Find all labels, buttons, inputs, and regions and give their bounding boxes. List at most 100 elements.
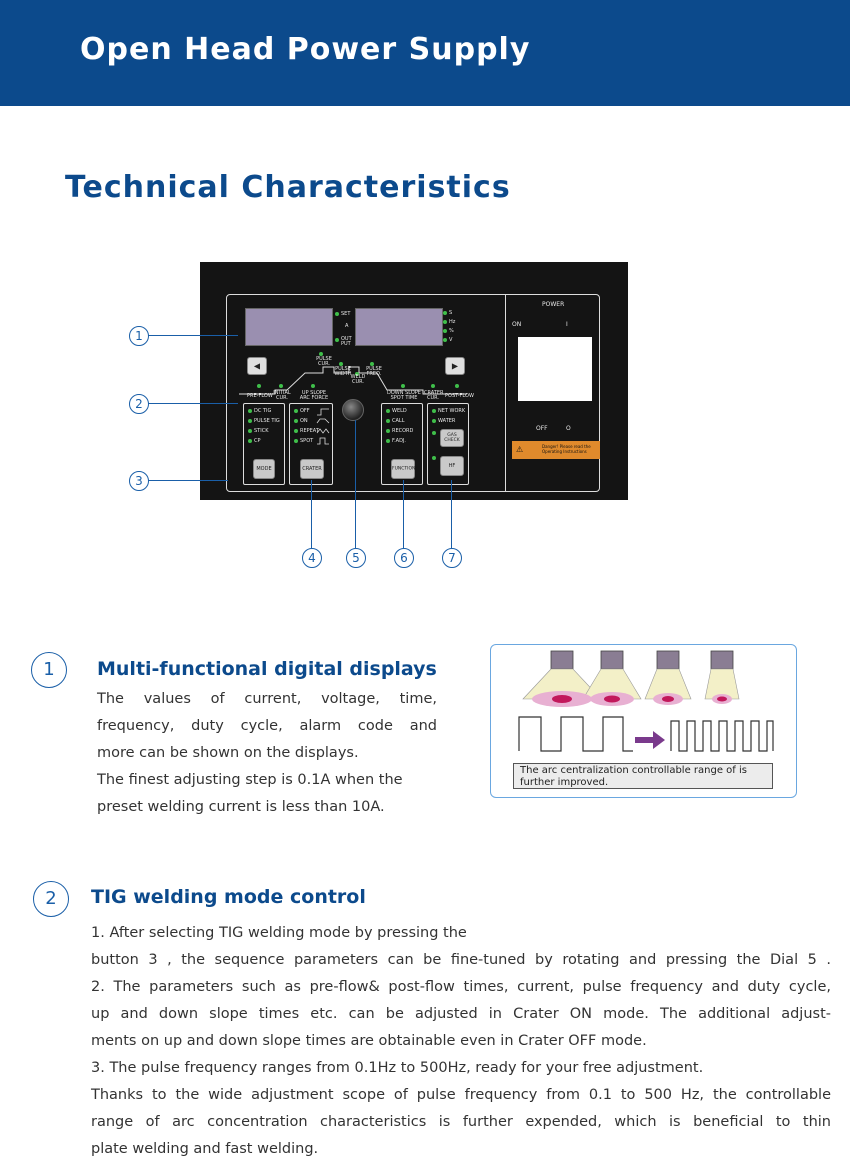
crater-cur-led [431,384,435,388]
arrow-left-icon: ◀ [253,361,261,371]
function-item: RECORD [392,428,414,434]
pulse-freq-label: PULSE FREQ. [366,366,382,377]
callout-7: 7 [442,548,462,568]
arc-caption: The arc centralization controllable rang… [513,763,773,789]
pre-flow-led [257,384,261,388]
callout-4: 4 [302,548,322,568]
initial-cur-led [279,384,283,388]
left-display [245,308,333,346]
network-led [432,409,436,413]
hf-button-label: HF [448,463,456,469]
arc-diagram [518,650,774,752]
function-led [386,439,390,443]
volt-label: V [449,337,453,343]
crater-led [294,439,298,443]
set-led [335,312,339,316]
callout-line [148,335,238,336]
crater-led [294,409,298,413]
network-group: NET WORK WATER GAS CHECK HF [427,403,469,485]
power-switch[interactable] [518,337,592,401]
network-item: NET WORK [438,408,466,414]
initial-cur-label: INITIAL CUR. [273,390,291,401]
feature-2-line: up and down slope times etc. can be adju… [91,1006,831,1022]
hf-button[interactable]: HF [440,456,464,476]
post-flow-led [455,384,459,388]
output-led [335,338,339,342]
output-label: OUT PUT [341,336,352,347]
post-flow-label: POST-FLOW [445,393,474,399]
gas-check-button[interactable]: GAS CHECK [440,429,464,447]
feature-1-line: frequency, duty cycle, alarm code and [97,718,437,734]
crater-item: ON [300,418,308,424]
warning-label: ⚠ Danger! Please read the Operating Inst… [512,441,600,459]
callout-line [403,480,404,548]
feature-1-line: preset welding current is less than 10A. [97,799,385,815]
on-label: ON [512,321,522,328]
waveform-icon [316,408,330,445]
callout-3: 3 [129,471,149,491]
hf-led [432,456,436,460]
power-label: POWER [542,301,565,308]
function-item: F.ADJ. [392,438,406,444]
power-section: POWER ON I OFF O ⚠ Danger! Please read t… [505,295,600,491]
header-title: Open Head Power Supply [80,32,531,67]
mode-led [248,429,252,433]
crater-button-label: CRATER [302,466,322,472]
callout-line [148,480,228,481]
feature-2-number: 2 [33,881,69,917]
mode-led [248,419,252,423]
up-slope-label: UP SLOPE ARC FORCE [299,390,329,401]
down-slope-label: DOWN SLOPE SPOT TIME [387,390,421,401]
callout-line [451,480,452,548]
crater-item: REPEAT [300,428,319,434]
pulse-width-label: PULSE WIDTH [334,366,352,377]
pre-flow-label: PRE-FLOW [247,393,273,399]
mode-group: DC TIG PULSE TIG STICK CP MODE [243,403,285,485]
amp-label: A [345,323,349,329]
callout-6: 6 [394,548,414,568]
right-display [355,308,443,346]
function-led [386,429,390,433]
function-button[interactable]: FUNCTION [391,459,415,479]
function-item: WELD [392,408,407,414]
feature-2-line: range of arc concentration characteristi… [91,1114,831,1130]
feature-1-line: The values of current, voltage, time, [97,691,437,707]
feature-1-title: Multi-functional digital displays [97,658,437,680]
section-title: Technical Characteristics [65,170,511,205]
down-slope-led [401,384,405,388]
callout-1: 1 [129,326,149,346]
mode-item: PULSE TIG [254,418,280,424]
mode-button-label: MODE [256,466,272,472]
left-arrow-button[interactable]: ◀ [247,357,267,375]
feature-2-line: 2. The parameters such as pre-flow& post… [91,979,831,995]
s-label: S [449,310,453,316]
warning-icon: ⚠ [516,445,524,454]
percent-label: % [449,328,454,334]
feature-2-line: 1. After selecting TIG welding mode by p… [91,925,467,941]
s-led [443,311,447,315]
feature-2-line: Thanks to the wide adjustment scope of p… [91,1087,831,1103]
percent-led [443,329,447,333]
feature-2-title: TIG welding mode control [91,886,366,908]
mode-button[interactable]: MODE [253,459,275,479]
crater-led [294,419,298,423]
weld-cur-label: WELD CUR. [350,374,366,385]
callout-line [311,480,312,548]
function-button-label: FUNCTION [392,466,416,472]
function-led [386,409,390,413]
dial-knob[interactable] [342,399,364,421]
callout-2: 2 [129,394,149,414]
panel-frame: SET A OUT PUT S Hz % V ◀ ▶ PULSE CUR. PU… [226,294,600,492]
water-item: WATER [438,418,456,424]
right-arrow-button[interactable]: ▶ [445,357,465,375]
page-header: Open Head Power Supply [0,0,850,106]
feature-2-line: plate welding and fast welding. [91,1141,319,1157]
pulse-cur-led [319,352,323,356]
crater-group: OFF ON REPEAT SPOT CRATER [289,403,333,485]
function-item: CALL [392,418,405,424]
crater-led [294,429,298,433]
pulse-width-led [339,362,343,366]
feature-2-line: button 3 , the sequence parameters can b… [91,952,831,968]
feature-1-line: more can be shown on the displays. [97,745,359,761]
crater-button[interactable]: CRATER [300,459,324,479]
